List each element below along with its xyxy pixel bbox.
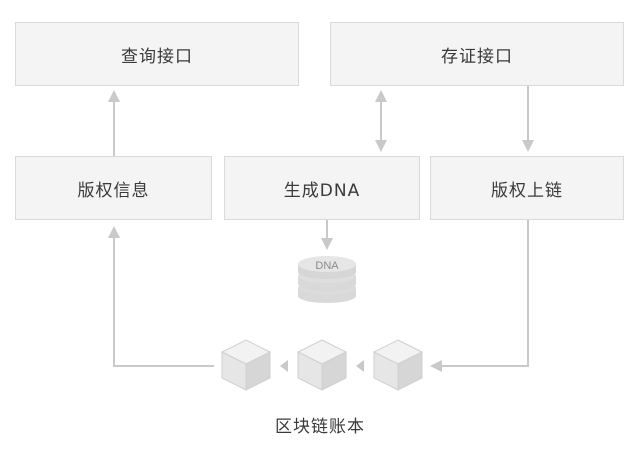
database-icon xyxy=(298,256,356,303)
copyright-info-box: 版权信息 xyxy=(15,156,212,220)
evidence-api-box: 存证接口 xyxy=(330,22,624,86)
arrowhead-down-dna xyxy=(375,140,387,152)
ledger-caption: 区块链账本 xyxy=(275,417,365,437)
arrow-ledger-to-info xyxy=(113,236,214,367)
evidence-api-label: 存证接口 xyxy=(441,46,513,67)
arrowhead-down-db xyxy=(321,238,333,250)
ledger-block-1-icon xyxy=(220,339,272,391)
arrowhead-up-query xyxy=(108,90,120,102)
query-api-box: 查询接口 xyxy=(15,22,299,86)
copyright-onchain-label: 版权上链 xyxy=(491,180,563,201)
ledger-block-2-icon xyxy=(296,339,348,391)
ledger-block-3-icon xyxy=(372,339,424,391)
chain-link-arrow-2 xyxy=(356,360,364,372)
copyright-onchain-box: 版权上链 xyxy=(430,156,624,220)
chain-link-arrow-1 xyxy=(280,360,288,372)
arrowhead-down-chain xyxy=(522,140,534,152)
arrowhead-up-info xyxy=(108,226,120,238)
arrowhead-left-ledger xyxy=(430,360,442,372)
copyright-info-label: 版权信息 xyxy=(77,180,150,201)
database-label: DNA xyxy=(315,260,339,272)
generate-dna-box: 生成DNA xyxy=(224,156,420,220)
generate-dna-label: 生成DNA xyxy=(283,180,361,201)
query-api-label: 查询接口 xyxy=(121,46,193,67)
arrowhead-up-evidence xyxy=(375,90,387,102)
arrow-chain-to-ledger xyxy=(440,220,529,367)
